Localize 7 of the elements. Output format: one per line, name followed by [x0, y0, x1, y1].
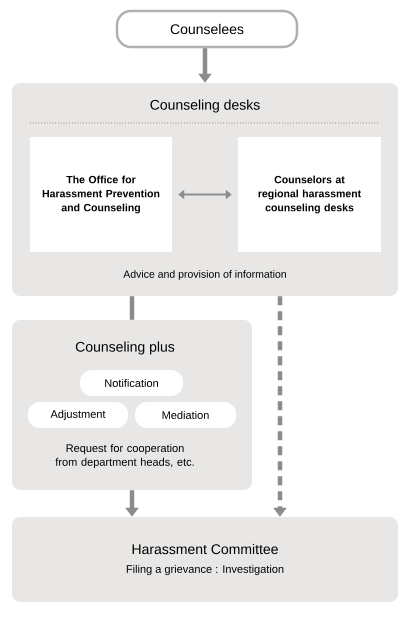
option-pill: Adjustment: [28, 402, 128, 428]
text-box: The Office for Harassment Prevention and Counseling: [30, 137, 172, 252]
option-pill: Mediation: [135, 402, 236, 428]
option-pill: Notification: [80, 370, 183, 396]
panel: Harassment Committee Filing a grievance : Investigation: [12, 517, 398, 602]
start-box: Counselees: [116, 10, 298, 48]
text-box: Counselors at regional harassment counseling desks: [238, 137, 381, 252]
